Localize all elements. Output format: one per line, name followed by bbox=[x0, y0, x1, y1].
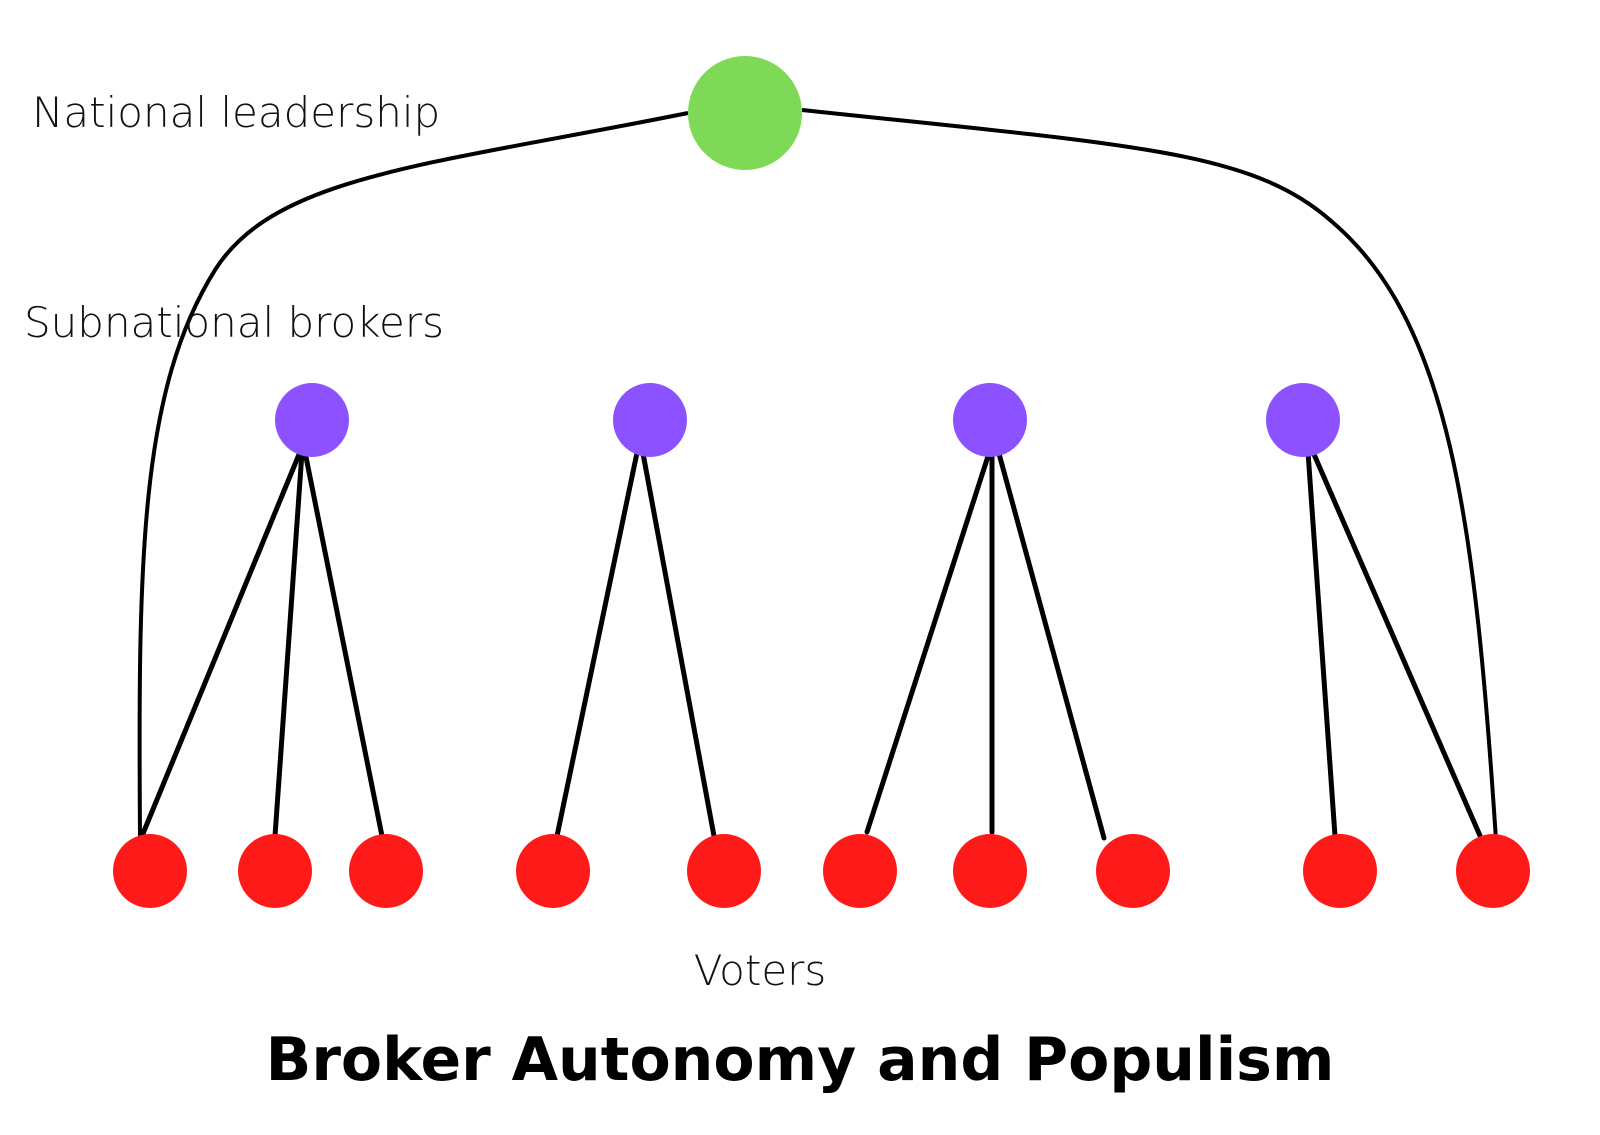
edge-b3-v8 bbox=[995, 447, 1107, 841]
national-leadership-label: National leadership bbox=[32, 88, 441, 137]
voter-node-5 bbox=[687, 834, 761, 908]
voter-node-9 bbox=[1303, 834, 1377, 908]
edge-b1-v2 bbox=[272, 449, 305, 839]
broker-node-4 bbox=[1266, 383, 1340, 457]
edge-leader-v10 bbox=[801, 108, 1498, 841]
edge-b1-v1 bbox=[139, 449, 303, 839]
broker-node-2 bbox=[613, 383, 687, 457]
voter-node-7 bbox=[953, 834, 1027, 908]
diagram-title: Broker Autonomy and Populism bbox=[265, 1025, 1335, 1095]
edges-layer bbox=[137, 108, 1498, 841]
broker-node-1 bbox=[275, 383, 349, 457]
voter-node-6 bbox=[823, 834, 897, 908]
nodes-layer bbox=[113, 56, 1530, 908]
voter-node-4 bbox=[516, 834, 590, 908]
voter-node-10 bbox=[1456, 834, 1530, 908]
voter-node-3 bbox=[349, 834, 423, 908]
subnational-brokers-label: Subnational brokers bbox=[24, 298, 445, 347]
broker-node-3 bbox=[953, 383, 1027, 457]
edge-b2-v4 bbox=[554, 445, 641, 839]
voters-label: Voters bbox=[693, 946, 827, 995]
national-leader-node-1 bbox=[688, 56, 802, 170]
edge-b4-v10 bbox=[1310, 449, 1484, 841]
edge-b1-v3 bbox=[302, 449, 385, 839]
voter-node-1 bbox=[113, 834, 187, 908]
edge-b2-v5 bbox=[639, 445, 717, 839]
edge-b3-v6 bbox=[864, 447, 993, 835]
edge-b4-v9 bbox=[1305, 449, 1338, 839]
edge-leader-v1 bbox=[137, 111, 689, 837]
voter-node-8 bbox=[1096, 834, 1170, 908]
voter-node-2 bbox=[238, 834, 312, 908]
